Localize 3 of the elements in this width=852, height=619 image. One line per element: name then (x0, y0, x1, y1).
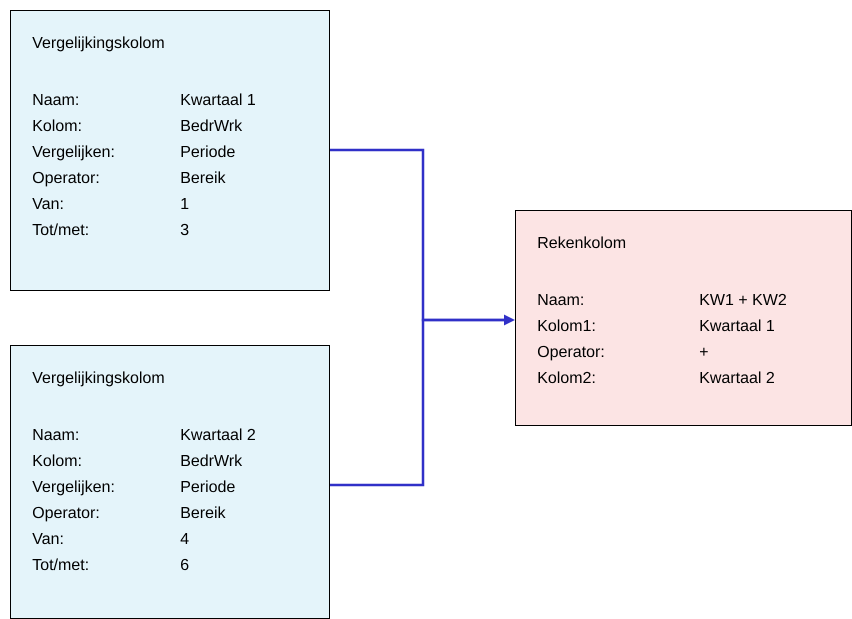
column-box: Vergelijkingskolom Naam: Kwartaal 1 Kolom: BedrWrk Vergelijken: Periode Operator: Bereik Van: 1 Tot/met: 3 (10, 10, 330, 291)
column-box: Vergelijkingskolom Naam: Kwartaal 2 Kolom: BedrWrk Vergelijken: Periode Operator: Bereik Van: 4 Tot/met: 6 (10, 345, 330, 619)
column-box: Rekenkolom Naam: KW1 + KW2 Kolom1: Kwartaal 1 Operator: + Kolom2: Kwartaal 2 (515, 210, 852, 426)
